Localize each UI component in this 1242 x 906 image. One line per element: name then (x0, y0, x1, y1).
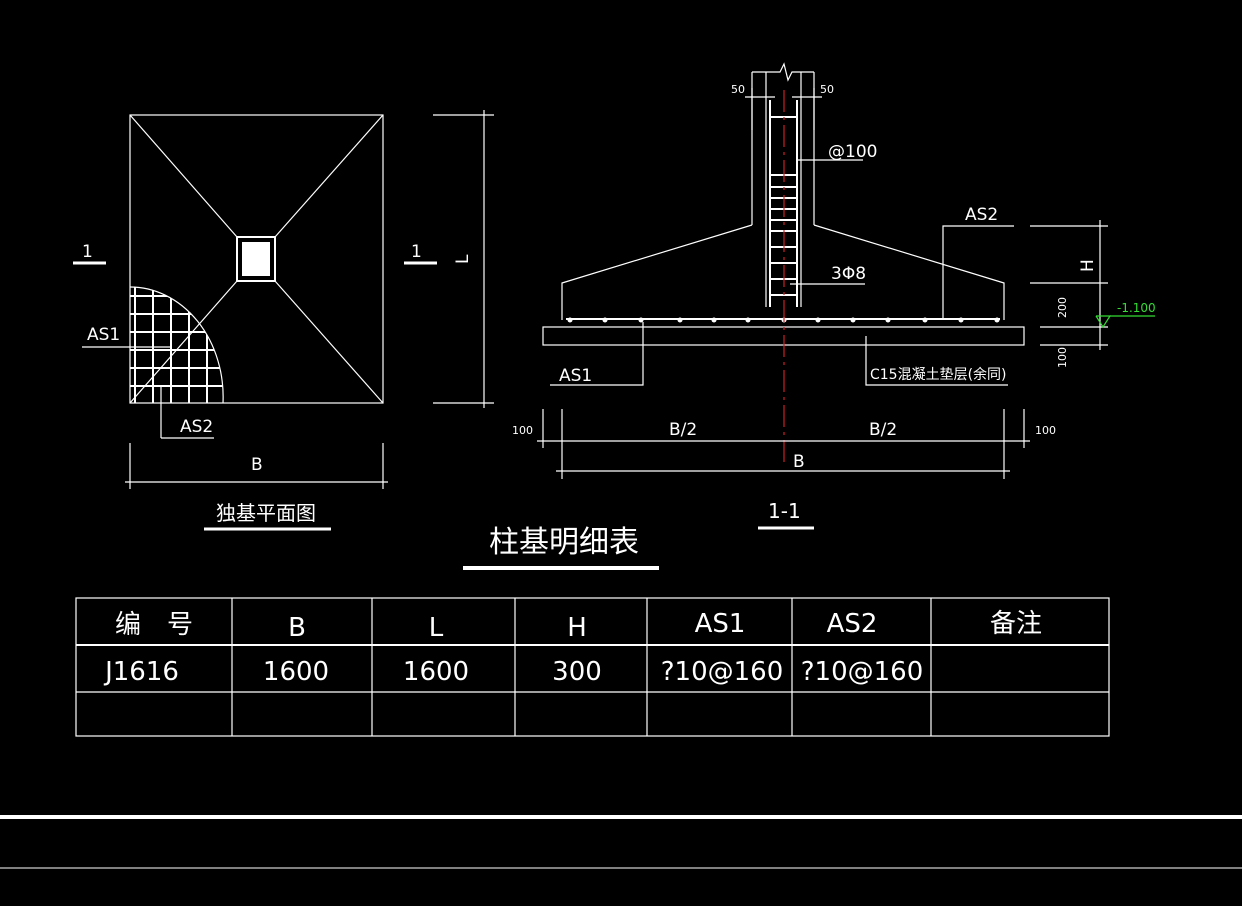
mesh-boundary (129, 286, 224, 404)
break-line (752, 62, 814, 82)
dim-100-left: 100 (512, 424, 533, 437)
header-cell: 备注 (990, 609, 1042, 639)
table-cell: 300 (552, 657, 602, 687)
table-border (75, 597, 1110, 737)
section-mark-left: 1 (82, 242, 93, 262)
section-mark-right: 1 (411, 242, 422, 262)
column-fill (242, 242, 270, 276)
dim-50-left: 50 (731, 83, 745, 96)
elevation-label: -1.100 (1117, 301, 1156, 315)
as1-label: AS1 (87, 325, 120, 345)
column-outline (236, 236, 276, 282)
header-cell: B (288, 613, 306, 643)
slope-line (129, 280, 238, 404)
as1-label: AS1 (559, 366, 592, 386)
dim-b2-right: B/2 (869, 420, 897, 440)
header-cell: AS2 (827, 609, 878, 639)
header-cell: L (429, 613, 444, 643)
slope-line (274, 280, 384, 404)
dim-200-label: 200 (1056, 297, 1069, 318)
slope-line (129, 114, 238, 238)
dim-l-label: L (453, 254, 473, 264)
table-cell: 1600 (263, 657, 329, 687)
section-view: 50 50 @100 3Φ8 AS2 AS1 (512, 62, 1156, 530)
stirrup-label: @100 (828, 142, 877, 162)
table-row: J1616 1600 1600 300 ?10@160 ?10@160 (103, 657, 923, 687)
dim-100-vert-label: 100 (1056, 347, 1069, 368)
footing-slope-left (561, 224, 753, 320)
table-title: 柱基明细表 (489, 525, 639, 560)
dim-50-right: 50 (820, 83, 834, 96)
foundation-table: 柱基明细表 编 号 B L H AS1 AS2 备注 J1616 1600 16… (75, 525, 1110, 737)
section-title: 1-1 (768, 499, 801, 523)
as2-label: AS2 (180, 417, 213, 437)
slope-line (274, 114, 384, 238)
table-cell: 1600 (403, 657, 469, 687)
as2-leader (942, 225, 1014, 320)
dim-b-label: B (251, 455, 263, 475)
dim-100-right: 100 (1035, 424, 1056, 437)
table-cell: ?10@160 (801, 657, 924, 687)
cushion-leader (865, 336, 1008, 386)
cushion-label: C15混凝土垫层(余同) (870, 366, 1007, 383)
table-cell: ?10@160 (661, 657, 784, 687)
footing-slope-right (813, 224, 1005, 320)
bars-label: 3Φ8 (831, 264, 866, 284)
header-cell: H (567, 613, 587, 643)
header-cell: AS1 (695, 609, 746, 639)
as1-leader (550, 322, 644, 386)
table-cell: J1616 (103, 657, 179, 687)
footing-outline (129, 114, 384, 404)
plan-title: 独基平面图 (216, 501, 316, 525)
elevation-symbol (1095, 315, 1112, 329)
dim-b2-left: B/2 (669, 420, 697, 440)
header-cell: 编 号 (115, 610, 193, 640)
dim-h-label: H (1078, 259, 1098, 272)
as2-label: AS2 (965, 205, 998, 225)
dim-b-label: B (793, 452, 805, 472)
plan-view: 1 1 AS1 AS2 B L 独基平面图 (73, 110, 494, 531)
rebar-mesh (130, 286, 224, 403)
